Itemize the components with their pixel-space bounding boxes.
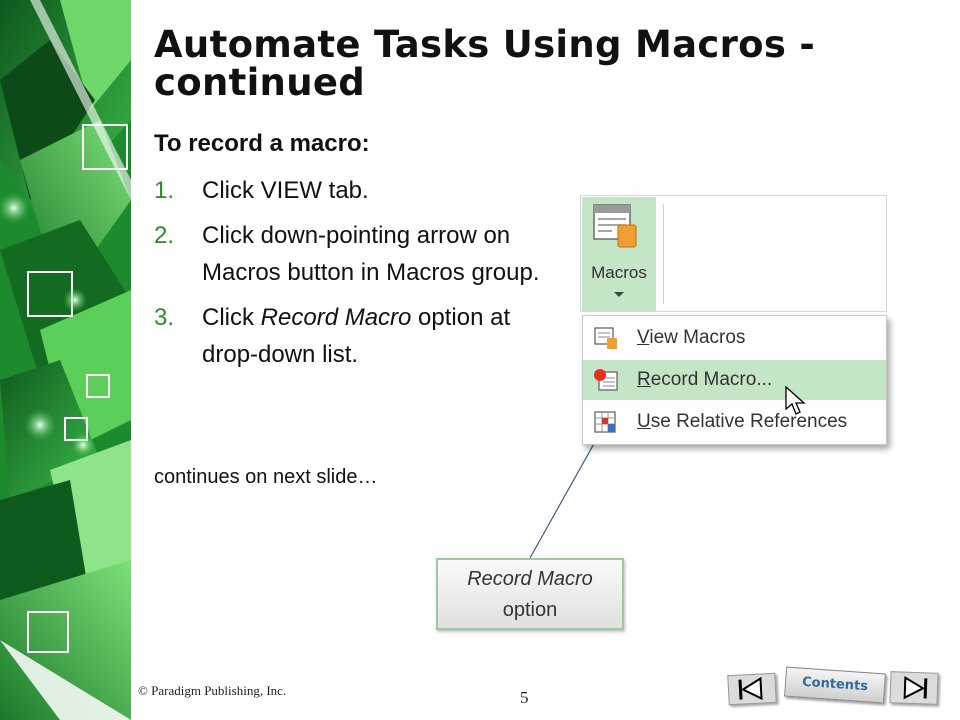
triangle-left-icon — [738, 676, 763, 701]
ribbon-area: Macros — [580, 195, 887, 312]
green-crystal-graphic — [0, 0, 131, 720]
step-text-suffix: option at drop-down list. — [202, 304, 511, 368]
slide-title: Automate Tasks Using Macros - continued — [154, 23, 816, 104]
triangle-right-icon — [903, 675, 928, 700]
menu-item-record-macro[interactable]: Record Macro... — [583, 360, 886, 415]
step-number: 2. — [154, 222, 175, 249]
menu-item-label: Use Relative References — [637, 411, 848, 432]
list-item: 2. Click down-pointing arrow on Macros b… — [154, 217, 544, 291]
menu-item-view-macros[interactable]: View Macros — [583, 318, 886, 358]
view-macros-icon — [594, 327, 617, 349]
menu-item-label: Record Macro... — [637, 369, 773, 390]
mouse-cursor-icon — [785, 386, 806, 415]
callout-italic-text: Record Macro — [467, 568, 593, 590]
step-text: Click VIEW tab. — [202, 177, 369, 204]
callout-text: option — [502, 599, 558, 621]
menu-item-label: View Macros — [637, 327, 746, 348]
macros-icon — [593, 204, 637, 248]
list-item: 3. Click Record Macro option at drop-dow… — [154, 299, 544, 373]
previous-slide-button[interactable] — [727, 672, 777, 706]
step-number: 3. — [154, 304, 175, 331]
divider — [663, 204, 664, 304]
page-number: 5 — [520, 688, 529, 707]
subheading: To record a macro: — [154, 130, 370, 157]
next-slide-button[interactable] — [889, 671, 939, 705]
steps-list: 1. Click VIEW tab. 2. Click down-pointin… — [154, 172, 544, 381]
step-text-italic: Record Macro — [260, 304, 412, 331]
menu-item-relative-references[interactable]: Use Relative References — [583, 402, 886, 442]
record-macro-icon — [594, 369, 618, 391]
chevron-down-icon[interactable] — [614, 292, 624, 297]
excel-screenshot: Macros View Macros Record Macro... — [580, 195, 887, 445]
step-text: Click Record Macro option at drop-down l… — [202, 304, 510, 368]
macros-dropdown-menu: View Macros Record Macro... Use Relative… — [582, 315, 887, 445]
macros-label: Macros — [591, 263, 647, 282]
step-text: Click down-pointing arrow on Macros butt… — [202, 222, 540, 286]
decorative-sidebar — [0, 0, 131, 720]
list-item: 1. Click VIEW tab. — [154, 172, 544, 209]
record-macro-callout: Record Macro option — [436, 558, 624, 630]
step-text-prefix: Click — [202, 304, 261, 331]
step-number: 1. — [154, 177, 175, 204]
relative-references-icon — [594, 411, 616, 433]
macros-button[interactable]: Macros — [582, 197, 656, 312]
copyright-text: © Paradigm Publishing, Inc. — [138, 683, 287, 698]
continues-note: continues on next slide… — [154, 466, 378, 488]
